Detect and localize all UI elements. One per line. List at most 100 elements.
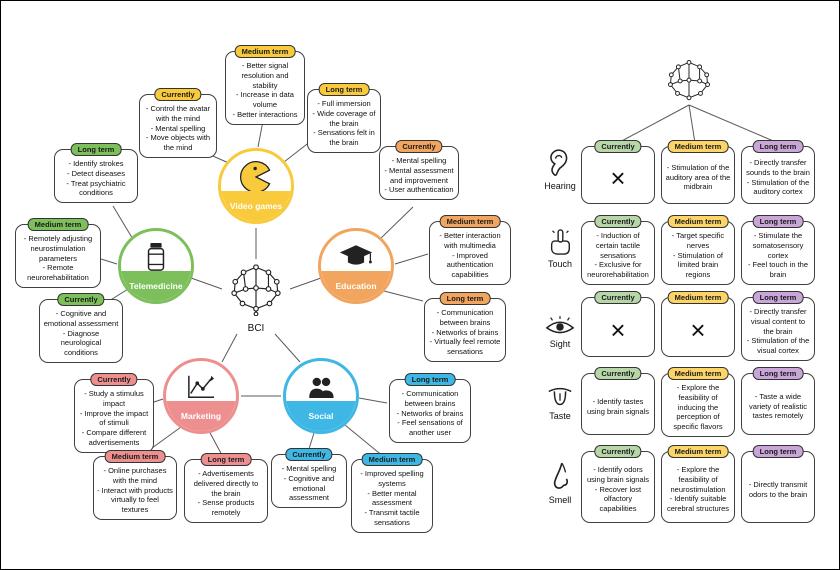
cell-text: - Taste a wide variety of realistic tast… [749, 391, 807, 421]
x-mark: × [690, 314, 706, 345]
cell-hearing-currently: Currently × [581, 140, 655, 204]
callout-text: - Mental spelling - Mental assessment an… [384, 156, 454, 195]
node-social: Social [283, 358, 359, 434]
x-mark: × [610, 162, 626, 193]
callout-text: - Advertisements delivered directly to t… [193, 469, 259, 517]
pacman-icon [221, 155, 291, 199]
cell-smell-medium: Medium term - Explore the feasibility of… [661, 445, 735, 523]
term-chip: Currently [154, 88, 202, 101]
sense-taste: Taste [537, 385, 583, 421]
term-chip: Medium term [667, 367, 729, 380]
term-chip: Long term [752, 291, 804, 304]
cell-taste-currently: Currently - Identify tastes using brain … [581, 367, 655, 435]
chart-icon [166, 365, 236, 409]
term-chip: Currently [594, 291, 642, 304]
callout-text: - Communication between brains - Network… [396, 389, 464, 437]
cell-taste-long: Long term - Taste a wide variety of real… [741, 367, 815, 435]
graduation-cap-icon [321, 235, 391, 279]
cell-touch-long: Long term - Stimulate the somatosensory … [741, 215, 815, 285]
callout-text: - Remotely adjusting neurostimulation pa… [23, 234, 93, 282]
cell-hearing-long: Long term - Directly transfer sounds to … [741, 140, 815, 204]
cell-sight-medium: Medium term × [661, 291, 735, 357]
term-chip: Currently [395, 140, 443, 153]
term-chip: Medium term [439, 215, 501, 228]
node-label: Telemedicine [121, 271, 191, 301]
term-chip: Long term [318, 83, 370, 96]
cell-taste-medium: Medium term - Explore the feasibility of… [661, 367, 735, 437]
node-telemedicine: Telemedicine [118, 228, 194, 304]
term-chip: Currently [285, 448, 333, 461]
cell-text: - Directly transmit odors to the brain [748, 479, 808, 499]
term-chip: Currently [594, 215, 642, 228]
term-chip: Long term [752, 367, 804, 380]
term-chip: Long term [404, 373, 456, 386]
callout-videogames-currently: Currently - Control the avatar with the … [139, 88, 217, 158]
medicine-bottle-icon [121, 235, 191, 279]
brain-icon-right [661, 57, 717, 105]
cell-touch-medium: Medium term - Target specific nerves - S… [661, 215, 735, 285]
node-label: Marketing [166, 401, 236, 431]
term-chip: Medium term [667, 291, 729, 304]
callout-text: - Better signal resolution and stability… [232, 61, 298, 119]
callout-social-currently: Currently - Mental spelling - Cognitive … [271, 448, 347, 508]
callout-marketing-long: Long term - Advertisements delivered dir… [184, 453, 268, 523]
cell-smell-long: Long term - Directly transmit odors to t… [741, 445, 815, 523]
sense-label: Taste [549, 411, 571, 421]
term-chip: Medium term [234, 45, 296, 58]
cell-sight-currently: Currently × [581, 291, 655, 357]
cell-text: - Directly transfer visual content to th… [746, 307, 810, 355]
cell-text: - Explore the feasibility of neurostimul… [666, 465, 730, 514]
term-chip: Long term [752, 445, 804, 458]
cell-text: - Identify odors using brain signals - R… [586, 465, 650, 514]
term-chip: Long term [439, 292, 491, 305]
cell-hearing-medium: Medium term - Stimulation of the auditor… [661, 140, 735, 204]
callout-telemedicine-currently: Currently - Cognitive and emotional asse… [39, 293, 123, 363]
tongue-icon [537, 385, 583, 409]
node-label: Education [321, 271, 391, 301]
term-chip: Currently [594, 140, 642, 153]
callout-social-long: Long term - Communication between brains… [389, 373, 471, 443]
center-label: BCI [247, 323, 265, 334]
cell-text: - Identify tastes using brain signals [586, 396, 650, 416]
eye-icon [537, 315, 583, 337]
callout-text: - Full immersion - Wide coverage of the … [312, 99, 376, 147]
cell-sight-long: Long term - Directly transfer visual con… [741, 291, 815, 361]
callout-text: - Identify strokes - Detect diseases - T… [66, 159, 126, 198]
term-chip: Currently [594, 367, 642, 380]
node-label: Video games [221, 191, 291, 221]
callout-text: - Improved spelling systems - Better men… [360, 469, 424, 527]
callout-marketing-currently: Currently - Study a stimulus impact - Im… [74, 373, 154, 453]
callout-text: - Cognitive and emotional assessment - D… [43, 309, 119, 357]
term-chip: Medium term [361, 453, 423, 466]
term-chip: Currently [90, 373, 138, 386]
touch-hand-icon [537, 227, 583, 257]
callout-videogames-long: Long term - Full immersion - Wide covera… [307, 83, 381, 153]
sense-label: Sight [549, 339, 571, 349]
node-videogames: Video games [218, 148, 294, 224]
term-chip: Medium term [667, 445, 729, 458]
term-chip: Medium term [667, 140, 729, 153]
callout-education-long: Long term - Communication between brains… [424, 292, 506, 362]
node-label: Social [286, 401, 356, 431]
callout-text: - Control the avatar with the mind - Men… [145, 104, 211, 152]
sense-hearing: Hearing [537, 147, 583, 191]
cell-text: - Directly transfer sounds to the brain … [746, 158, 810, 197]
callout-text: - Mental spelling - Cognitive and emotio… [281, 464, 337, 503]
callout-telemedicine-long: Long term - Identify strokes - Detect di… [54, 143, 138, 203]
sense-smell: Smell [537, 461, 583, 505]
sense-label: Touch [547, 259, 573, 269]
cell-text: - Explore the feasibility of inducing th… [673, 383, 723, 431]
node-marketing: Marketing [163, 358, 239, 434]
callout-text: - Study a stimulus impact - Improve the … [79, 389, 149, 447]
term-chip: Long term [752, 215, 804, 228]
callout-education-currently: Currently - Mental spelling - Mental ass… [379, 140, 459, 200]
term-chip: Long term [70, 143, 122, 156]
cell-text: - Target specific nerves - Stimulation o… [671, 231, 725, 279]
callout-marketing-medium: Medium term - Online purchases with the … [93, 450, 177, 520]
term-chip: Long term [752, 140, 804, 153]
cell-touch-currently: Currently - Induction of certain tactile… [581, 215, 655, 285]
ear-icon [537, 147, 583, 179]
term-chip: Currently [57, 293, 105, 306]
brain-icon [223, 261, 289, 317]
